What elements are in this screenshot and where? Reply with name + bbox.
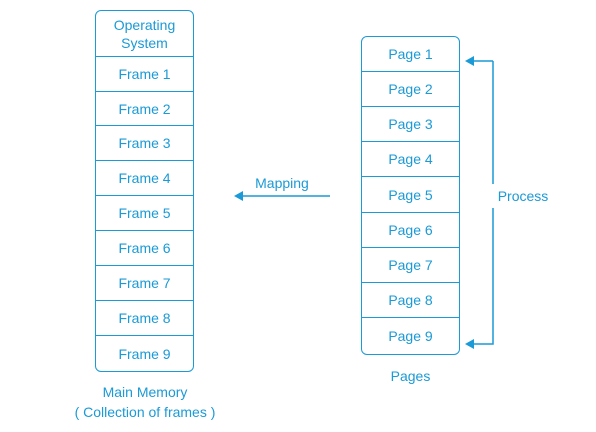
frame-label: Frame 8 [118, 310, 171, 326]
page-label: Page 6 [388, 222, 433, 238]
page-label: Page 4 [388, 151, 433, 167]
page-cell: Page 9 [362, 318, 459, 353]
frame-cell: Frame 1 [96, 57, 193, 92]
page-label: Page 1 [388, 46, 433, 62]
page-cell: Page 2 [362, 72, 459, 107]
pages-caption-label: Pages [390, 368, 431, 384]
frame-label: Frame 6 [118, 240, 171, 256]
frame-cell: Frame 7 [96, 266, 193, 301]
mapping-label: Mapping [250, 175, 314, 191]
frame-cell: Frame 2 [96, 92, 193, 126]
page-label: Page 3 [388, 116, 433, 132]
mapping-arrow [234, 191, 330, 201]
page-cell: Page 8 [362, 283, 459, 318]
frame-cell: Frame 6 [96, 231, 193, 266]
page-label: Page 5 [388, 186, 433, 203]
page-label: Page 8 [388, 292, 433, 308]
main-memory-title: Main Memory [102, 384, 188, 400]
frame-label: Frame 3 [118, 135, 171, 151]
os-label-line1: Operating [113, 16, 176, 33]
page-label: Page 9 [388, 327, 433, 344]
main-memory-subtitle: ( Collection of frames ) [74, 404, 216, 420]
page-cell: Page 7 [362, 248, 459, 283]
operating-system-cell: Operating System [96, 11, 193, 57]
frame-label: Frame 5 [118, 205, 171, 221]
frame-label: Frame 9 [118, 345, 171, 362]
page-label: Page 7 [388, 257, 433, 273]
mapping-label-text: Mapping [255, 175, 309, 191]
process-label-text: Process [497, 188, 549, 204]
page-cell: Page 1 [362, 37, 459, 72]
page-cell: Page 3 [362, 107, 459, 142]
os-label-line2: System [121, 34, 168, 51]
main-memory-caption: Main Memory ( Collection of frames ) [55, 382, 235, 422]
page-cell: Page 4 [362, 142, 459, 177]
page-label: Page 2 [388, 81, 433, 97]
pages-stack: Page 1 Page 2 Page 3 Page 4 Page 5 Page … [361, 36, 460, 355]
frame-cell: Frame 9 [96, 336, 193, 371]
frame-label: Frame 4 [118, 170, 171, 186]
frame-label: Frame 7 [118, 275, 171, 291]
frame-cell: Frame 4 [96, 161, 193, 196]
pages-caption: Pages [361, 368, 460, 384]
process-label: Process [494, 188, 552, 204]
frame-label: Frame 2 [118, 100, 171, 117]
page-cell: Page 5 [362, 177, 459, 213]
main-memory-stack: Operating System Frame 1 Frame 2 Frame 3… [95, 10, 194, 372]
page-cell: Page 6 [362, 213, 459, 248]
frame-label: Frame 1 [118, 66, 171, 82]
process-bracket-arrow [465, 56, 550, 349]
frame-cell: Frame 8 [96, 301, 193, 336]
frame-cell: Frame 3 [96, 126, 193, 161]
frame-cell: Frame 5 [96, 196, 193, 231]
